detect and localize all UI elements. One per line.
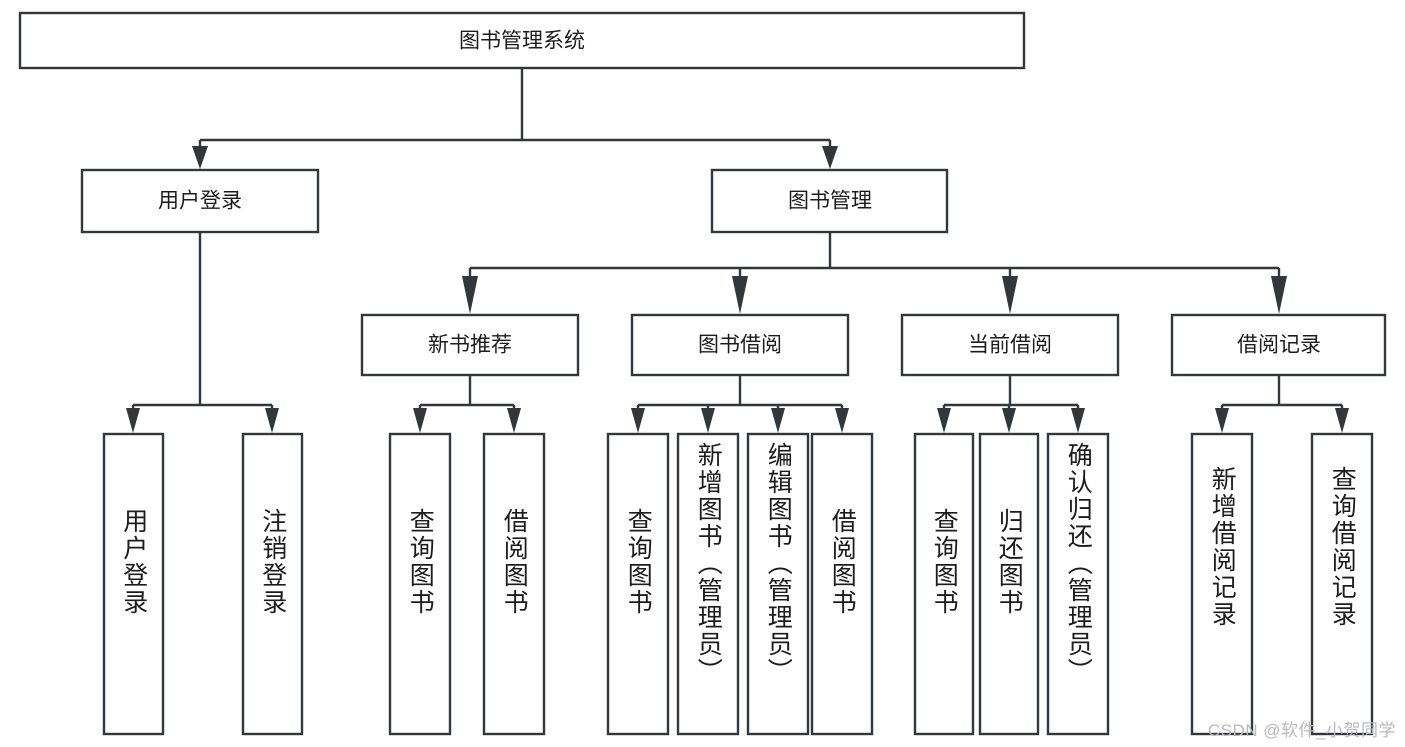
leaf-box-borrow-book-new[interactable]	[482, 432, 546, 736]
leaf-box-borrow-book[interactable]	[810, 432, 874, 736]
node-new-book-recommend-box[interactable]	[360, 313, 580, 377]
arrow-head-icon	[701, 408, 715, 433]
node-current-borrow-label: 当前借阅	[968, 334, 1052, 357]
leaf-box-logout[interactable]	[241, 432, 304, 736]
node-book-borrow-box[interactable]	[630, 313, 850, 377]
arrow-head-icon	[732, 276, 748, 314]
node-book-management-label: 图书管理	[788, 190, 872, 213]
node-book-borrow[interactable]: 图书借阅	[630, 313, 850, 377]
node-user-login-label: 用户登录	[158, 190, 242, 213]
arrow-head-icon	[1002, 276, 1018, 314]
leaf-box-query-borrow-record[interactable]	[1310, 432, 1374, 736]
arrow-head-icon	[507, 408, 521, 433]
leaf-box-query-book-new[interactable]	[388, 432, 452, 736]
node-book-borrow-label: 图书借阅	[698, 334, 782, 357]
leaf-box-confirm-return-admin[interactable]	[1046, 432, 1110, 736]
leaf-box-query-book-current[interactable]	[913, 432, 975, 736]
node-user-login[interactable]: 用户登录	[80, 168, 320, 234]
node-current-borrow-box[interactable]	[900, 313, 1120, 377]
arrow-head-icon	[1002, 408, 1016, 433]
node-user-login-box[interactable]	[80, 168, 320, 234]
leaf-box-layer	[102, 432, 1374, 736]
node-borrow-record-box[interactable]	[1170, 313, 1387, 377]
node-root-system[interactable]: 图书管理系统	[18, 11, 1026, 70]
arrow-head-icon	[1335, 408, 1349, 433]
arrow-head-icon	[265, 408, 279, 433]
arrow-head-icon	[631, 408, 645, 433]
node-book-management[interactable]: 图书管理	[710, 168, 949, 234]
leaf-box-query-book-borrow[interactable]	[606, 432, 670, 736]
leaf-box-edit-book-admin[interactable]	[746, 432, 810, 736]
leaf-box-user-login[interactable]	[102, 432, 165, 736]
node-root-system-label: 图书管理系统	[459, 30, 585, 53]
leaf-box-return-book[interactable]	[978, 432, 1040, 736]
arrow-head-icon	[462, 276, 478, 314]
node-new-book-recommend-label: 新书推荐	[428, 334, 512, 357]
arrow-head-icon	[1215, 408, 1229, 433]
arrow-head-icon	[835, 408, 849, 433]
arrow-head-icon	[1071, 408, 1085, 433]
node-root-system-box[interactable]	[18, 11, 1026, 70]
arrow-head-icon	[413, 408, 427, 433]
arrow-head-icon	[1271, 276, 1287, 314]
node-book-management-box[interactable]	[710, 168, 949, 234]
connector-layer	[126, 68, 1349, 433]
arrow-head-icon	[822, 146, 838, 169]
node-new-book-recommend[interactable]: 新书推荐	[360, 313, 580, 377]
node-current-borrow[interactable]: 当前借阅	[900, 313, 1120, 377]
leaf-box-add-book-admin[interactable]	[676, 432, 740, 736]
arrow-head-icon	[771, 408, 785, 433]
arrow-head-icon	[126, 408, 140, 433]
arrow-head-icon	[192, 146, 208, 169]
leaf-box-add-borrow-record[interactable]	[1190, 432, 1254, 736]
node-borrow-record[interactable]: 借阅记录	[1170, 313, 1387, 377]
arrow-head-icon	[937, 408, 951, 433]
node-borrow-record-label: 借阅记录	[1237, 334, 1321, 357]
watermark-text: CSDN @软件_小贺同学	[1207, 721, 1396, 740]
